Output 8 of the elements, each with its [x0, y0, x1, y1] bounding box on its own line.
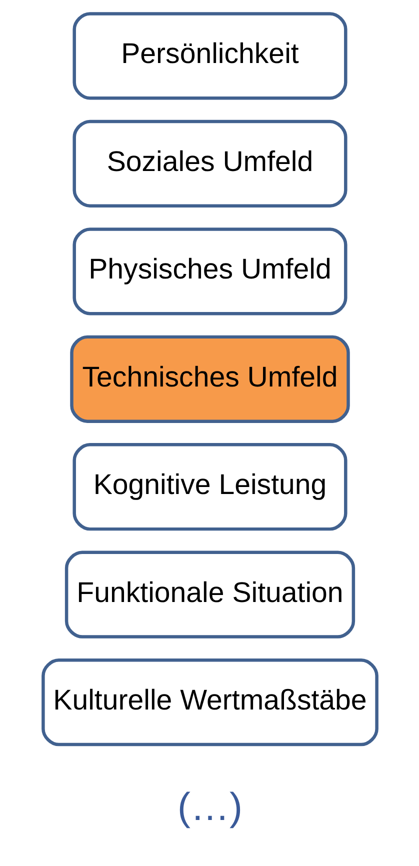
node-box: Funktionale Situation: [64, 550, 355, 638]
node-box: Persönlichkeit: [72, 12, 347, 100]
node-box: Kulturelle Wertmaßstäbe: [41, 658, 378, 746]
node-box: Technisches Umfeld: [70, 335, 350, 423]
node-box: Physisches Umfeld: [72, 228, 347, 316]
node-box: Kognitive Leistung: [72, 443, 347, 531]
label: (…): [177, 786, 242, 829]
node-box: Soziales Umfeld: [72, 120, 347, 208]
